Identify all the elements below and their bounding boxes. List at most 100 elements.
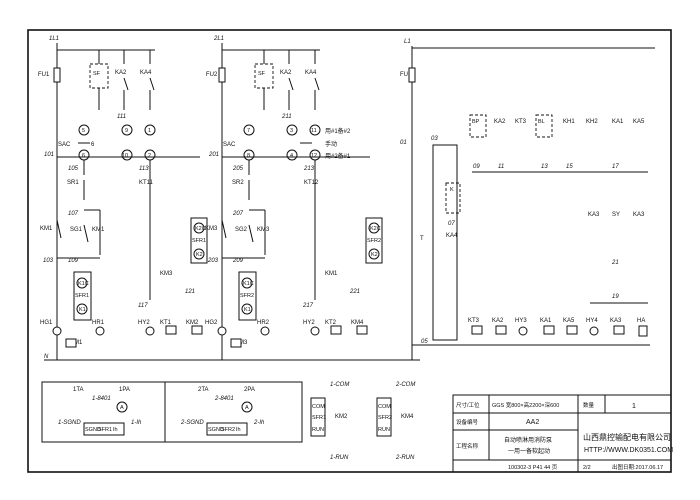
node-213: 213 <box>303 166 315 172</box>
ka5-label-1: KA5 <box>633 119 645 125</box>
svg-text:K2: K2 <box>196 252 203 258</box>
node-203: 203 <box>207 258 219 264</box>
kt3-label-1: KT3 <box>515 119 527 125</box>
svg-text:1: 1 <box>148 128 151 134</box>
k1c-label: K1C <box>78 281 89 287</box>
bl-label: BL <box>538 119 545 125</box>
lamp-hy2-1 <box>145 326 155 336</box>
node-211: 211 <box>281 114 292 120</box>
hy4-label: HY4 <box>586 318 598 324</box>
svg-text:HY2: HY2 <box>303 320 315 326</box>
bl-box <box>535 114 553 138</box>
node-205: 205 <box>232 166 244 172</box>
node-09: 09 <box>473 164 480 170</box>
node-221: 221 <box>349 289 360 295</box>
ammeter-2 <box>241 401 253 413</box>
kh1-label: KH1 <box>563 119 575 125</box>
svg-text:K1C: K1C <box>243 281 254 287</box>
timer-kt1 <box>165 325 177 335</box>
wire-1-run: 1-RUN <box>330 455 349 461</box>
svg-text:KA4: KA4 <box>305 70 317 76</box>
hr2-label: HR2 <box>257 320 270 326</box>
selector-text-1: 用#1备#2 <box>325 127 351 135</box>
node-13: 13 <box>541 164 548 170</box>
svg-text:Ih: Ih <box>113 427 118 433</box>
wire-2-8401: 2-8401 <box>214 396 234 402</box>
kt2-label: KT2 <box>325 320 337 326</box>
wire-1-8401: 1-8401 <box>92 396 111 402</box>
bp-label: BP <box>472 119 480 125</box>
node-17: 17 <box>612 164 619 170</box>
project-value-1: 自动喷淋用消防泵 <box>504 436 552 444</box>
node-113: 113 <box>139 166 149 172</box>
company-url: HTTP://WWW.DK0351.COM <box>584 447 673 454</box>
fuse-fu2 <box>218 67 226 83</box>
project-value-2: 一用一备软起动 <box>508 447 550 455</box>
equip-no-label: 设备编号 <box>456 418 479 426</box>
company-name: 山西鼎控输配电有限公司 <box>583 432 671 442</box>
alarm-horn <box>638 325 648 337</box>
svg-text:SGND: SGND <box>85 427 101 433</box>
bus-label-n: N <box>44 354 49 360</box>
kt12-label: KT12 <box>304 180 319 186</box>
lamp-hg1 <box>52 326 62 336</box>
node-101: 101 <box>44 152 54 158</box>
fuse-label-fu1: FU1 <box>38 72 50 78</box>
sg1-label: SG1 <box>70 227 83 233</box>
terminal-5 <box>78 124 90 136</box>
wire-1-com: 1-COM <box>330 382 349 388</box>
fuse-fu1 <box>53 67 61 83</box>
svg-text:SFR1: SFR1 <box>312 415 326 421</box>
sfr1-label: SFR1 <box>75 293 89 299</box>
sac-label-1: SAC <box>58 142 71 148</box>
svg-text:7: 7 <box>247 128 250 134</box>
svg-text:SF: SF <box>258 71 266 77</box>
svg-text:RUN: RUN <box>312 427 324 433</box>
svg-text:A: A <box>245 405 249 411</box>
ka3-label-1: KA3 <box>588 212 600 218</box>
terminal-1 <box>144 124 156 136</box>
node-207: 207 <box>232 211 244 217</box>
drawing-frame <box>27 29 672 473</box>
terminal-9 <box>121 124 133 136</box>
svg-text:9: 9 <box>125 128 128 134</box>
wire-1-ih: 1-Ih <box>131 420 142 426</box>
node-105: 105 <box>68 166 79 172</box>
node-117: 117 <box>138 303 148 309</box>
coil-km2 <box>191 325 203 335</box>
ka3-label-2: KA3 <box>633 212 645 218</box>
svg-text:6: 6 <box>91 142 95 148</box>
svg-text:K2C: K2C <box>370 226 381 232</box>
node-201: 201 <box>208 152 219 158</box>
kh2-label: KH2 <box>586 119 598 125</box>
svg-text:2: 2 <box>148 153 151 159</box>
svg-text:10: 10 <box>122 153 128 159</box>
transformer-loop <box>432 144 458 341</box>
equip-no-value: AA2 <box>526 419 539 426</box>
hy3-label: HY3 <box>515 318 527 324</box>
fuse-label-fu: FU <box>400 72 408 78</box>
ha-label: HA <box>637 318 645 324</box>
bp-box <box>469 114 487 138</box>
node-05: 05 <box>421 339 428 345</box>
qty-value: 1 <box>632 403 636 410</box>
ka2-label-1: KA2 <box>115 70 127 76</box>
wire-2-run: 2-RUN <box>395 455 415 461</box>
svg-text:COM: COM <box>312 404 325 410</box>
ta2-label: 2TA <box>198 387 209 393</box>
qty-label: 数量 <box>583 401 595 409</box>
ta1-label: 1TA <box>73 387 84 393</box>
node-107: 107 <box>68 211 79 217</box>
ka4-label-1: KA4 <box>140 70 152 76</box>
svg-text:SFR2: SFR2 <box>378 415 392 421</box>
page-number: 2/2 <box>583 465 591 471</box>
node-19: 19 <box>612 294 619 300</box>
title-block <box>452 394 672 473</box>
wire-1-sgnd: 1-SGND <box>58 420 81 426</box>
kt11-label: KT11 <box>139 180 154 186</box>
sf-label-1: SF <box>93 71 101 77</box>
node-11: 11 <box>498 164 504 170</box>
svg-text:Ih: Ih <box>236 427 241 433</box>
svg-text:K2: K2 <box>371 252 378 258</box>
selector-text-2: 手动 <box>325 140 337 148</box>
